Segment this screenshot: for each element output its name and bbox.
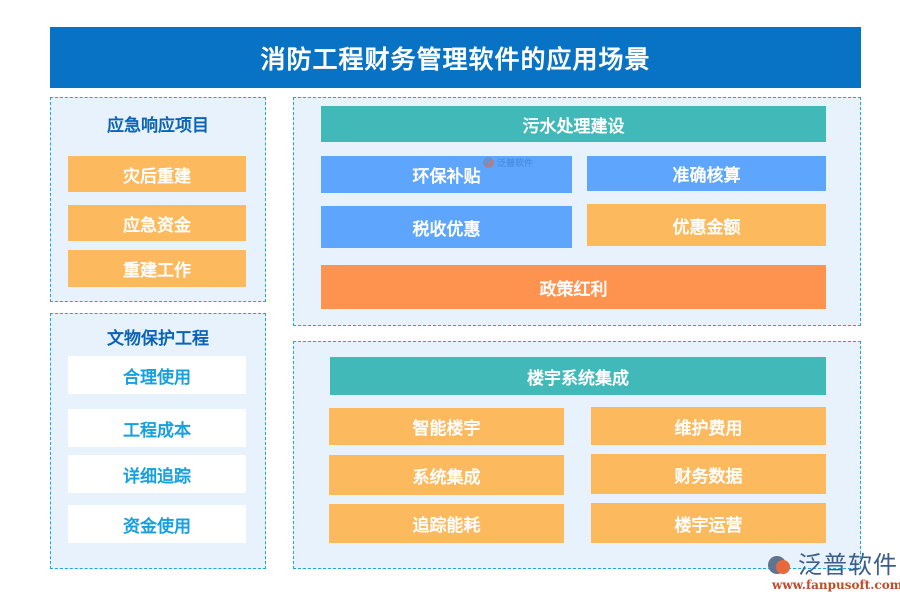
item-fund-usage: 资金使用 — [68, 505, 246, 543]
item-detailed-tracking: 详细追踪 — [68, 455, 246, 493]
panel-title-emergency-response: 应急响应项目 — [107, 116, 209, 136]
item-smart-building: 智能楼宇 — [329, 408, 564, 445]
panel-title-sewage-treatment: 污水处理建设 — [321, 106, 826, 142]
item-disaster-rebuild: 灾后重建 — [68, 156, 246, 192]
item-financial-data: 财务数据 — [591, 454, 826, 494]
panel-title-heritage-protection: 文物保护工程 — [107, 329, 209, 349]
brand-name: 泛普软件 — [798, 551, 898, 579]
item-accurate-accounting: 准确核算 — [587, 156, 826, 191]
watermark: 泛普软件 — [483, 154, 543, 170]
item-tax-incentive: 税收优惠 — [321, 206, 572, 248]
item-building-operation: 楼宇运营 — [591, 503, 826, 543]
item-policy-dividend: 政策红利 — [321, 265, 826, 309]
item-reasonable-use: 合理使用 — [68, 356, 246, 394]
item-project-cost: 工程成本 — [68, 409, 246, 447]
item-incentive-amount: 优惠金额 — [587, 204, 826, 246]
item-system-integration: 系统集成 — [329, 455, 564, 495]
brand-url: www.fanpusoft.com — [772, 578, 900, 592]
item-rebuild-work: 重建工作 — [68, 250, 246, 287]
brand-logo-icon — [768, 554, 794, 576]
watermark-text: 泛普软件 — [497, 158, 534, 169]
brand-logo: 泛普软件 www.fanpusoft.com — [768, 551, 900, 598]
item-environmental-subsidy: 环保补贴 — [321, 156, 572, 193]
watermark-logo-icon — [483, 156, 494, 168]
panel-title-building-integration: 楼宇系统集成 — [330, 357, 826, 395]
item-maintenance-cost: 维护费用 — [591, 407, 826, 445]
page-title: 消防工程财务管理软件的应用场景 — [50, 27, 861, 88]
item-emergency-funds: 应急资金 — [68, 205, 246, 241]
item-energy-tracking: 追踪能耗 — [329, 504, 564, 543]
